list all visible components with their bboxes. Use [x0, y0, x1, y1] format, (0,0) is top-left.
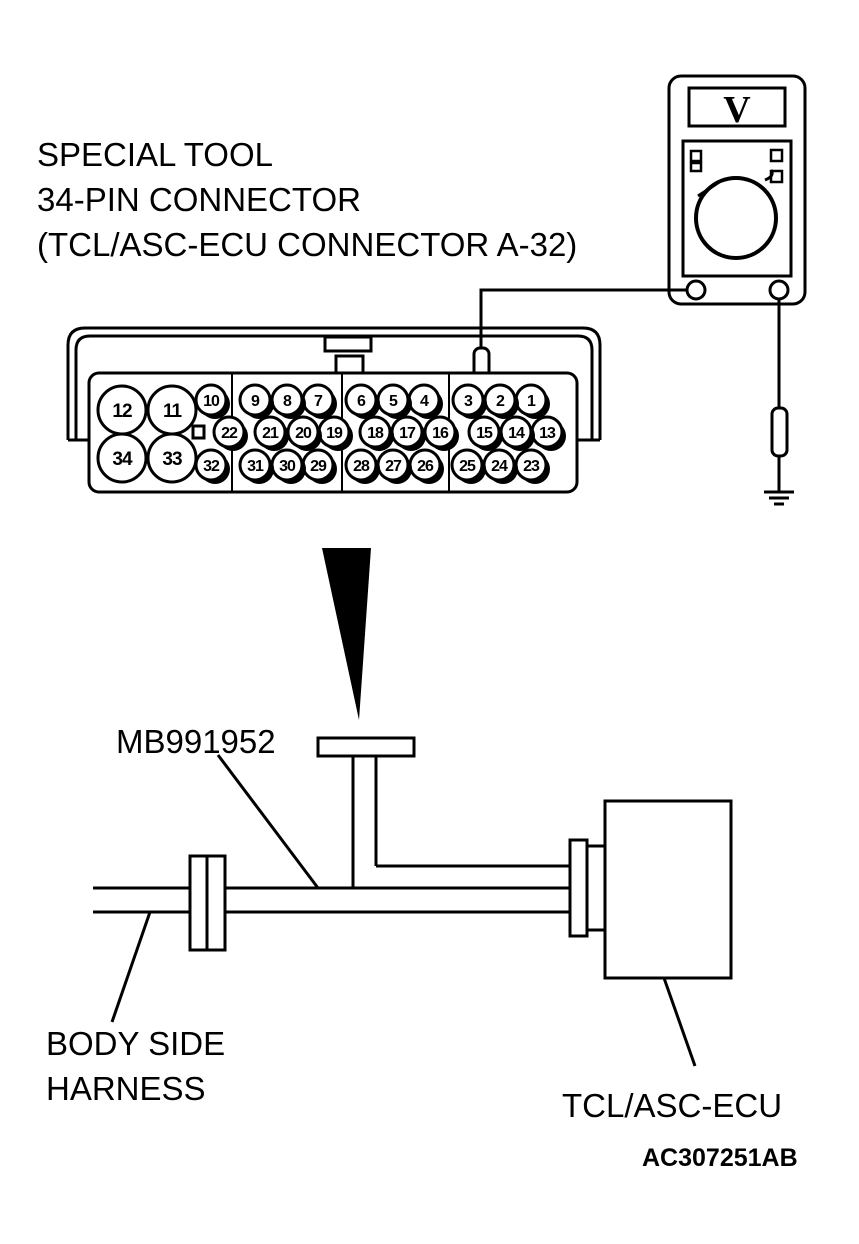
pin-6: 6	[344, 383, 380, 419]
pin-18: 18	[358, 415, 394, 451]
pin-25: 25	[450, 448, 486, 484]
pin-label: 18	[367, 425, 384, 442]
pin-32: 32	[194, 448, 230, 484]
pin-label: 2	[496, 393, 505, 410]
pin-label: 17	[399, 425, 416, 442]
pin-8: 8	[270, 383, 306, 419]
pin-circle	[344, 448, 378, 482]
ecu-label: TCL/ASC-ECU	[562, 1087, 783, 1124]
pin-circle	[344, 383, 378, 417]
pin-label: 9	[251, 393, 260, 410]
pin-30: 30	[270, 448, 306, 484]
body-side-label-line2: HARNESS	[46, 1070, 206, 1107]
pin-label: 20	[295, 425, 312, 442]
pointer-triangle	[322, 548, 371, 720]
pin-16: 16	[423, 415, 459, 451]
pin-label: 12	[112, 401, 132, 422]
pin-label: 29	[310, 458, 327, 475]
pin-circle	[194, 383, 228, 417]
pin-label: 4	[420, 393, 429, 410]
pin-14: 14	[499, 415, 535, 451]
pin-11: 11	[146, 384, 198, 436]
pin-7: 7	[301, 383, 337, 419]
pin-label: 28	[353, 458, 370, 475]
pin-4: 4	[407, 383, 443, 419]
pin-circle	[238, 383, 272, 417]
pin-circle	[450, 448, 484, 482]
special-tool-label: SPECIAL TOOL	[37, 136, 273, 173]
figure-code: AC307251AB	[642, 1144, 798, 1172]
pin-label: 31	[247, 458, 264, 475]
pin-circle	[212, 415, 246, 449]
pin-10: 10	[194, 383, 230, 419]
pin-label: 32	[203, 458, 220, 475]
pin-34: 34	[96, 432, 148, 484]
pin-label: 11	[163, 401, 183, 422]
pin-label: 33	[162, 449, 182, 470]
pin-label: 13	[539, 425, 556, 442]
pin-17: 17	[390, 415, 426, 451]
voltmeter	[667, 74, 807, 306]
pin-23: 23	[514, 448, 550, 484]
pin-circle	[146, 432, 198, 484]
pin-9: 9	[238, 383, 274, 419]
pin-26: 26	[408, 448, 444, 484]
pin-label: 30	[279, 458, 296, 475]
pin-27: 27	[376, 448, 412, 484]
meter-display-v: V	[723, 89, 751, 131]
pin-label: 8	[283, 393, 292, 410]
pin-19: 19	[317, 415, 353, 451]
pin-label: 23	[523, 458, 540, 475]
special-tool-harness	[93, 736, 607, 952]
pin-label: 21	[262, 425, 279, 442]
pin-13: 13	[530, 415, 566, 451]
pin-31: 31	[238, 448, 274, 484]
pin-label: 10	[203, 393, 220, 410]
pin-label: 15	[476, 425, 493, 442]
pin-24: 24	[482, 448, 518, 484]
pin-22: 22	[212, 415, 248, 451]
ecu-connector-label: (TCL/ASC-ECU CONNECTOR A-32)	[37, 226, 578, 263]
pin-connector-label: 34-PIN CONNECTOR	[37, 181, 361, 218]
pin-circle	[451, 383, 485, 417]
pin-5: 5	[376, 383, 412, 419]
pin-15: 15	[467, 415, 503, 451]
pin-label: 1	[527, 393, 536, 410]
pin-label: 6	[357, 393, 366, 410]
part-number-label: MB991952	[116, 723, 276, 760]
pin-2: 2	[483, 383, 519, 419]
pin-29: 29	[301, 448, 337, 484]
pin-circle	[96, 432, 148, 484]
pin-label: 19	[326, 425, 343, 442]
pin-circle	[253, 415, 287, 449]
pin-label: 26	[417, 458, 434, 475]
leader-lines	[110, 754, 697, 1067]
pin-label: 25	[459, 458, 476, 475]
pin-label: 27	[385, 458, 402, 475]
body-side-label-line1: BODY SIDE	[46, 1025, 226, 1062]
pin-label: 7	[314, 393, 323, 410]
pin-label: 14	[508, 425, 525, 442]
ground-icon	[764, 490, 794, 506]
pin-28: 28	[344, 448, 380, 484]
ecu-box	[603, 799, 733, 980]
pin-label: 22	[221, 425, 238, 442]
pin-label: 16	[432, 425, 449, 442]
probe-ground	[770, 406, 789, 492]
pin-circle	[358, 415, 392, 449]
pin-circle	[467, 415, 501, 449]
pin-33: 33	[146, 432, 198, 484]
connector-pins: 1234567891011121314151617181920212223242…	[96, 383, 566, 484]
pin-circle	[238, 448, 272, 482]
pin-label: 24	[491, 458, 508, 475]
pin-3: 3	[451, 383, 487, 419]
pin-label: 34	[112, 449, 133, 470]
pin-21: 21	[253, 415, 289, 451]
pin-12: 12	[96, 384, 148, 436]
pin-label: 3	[464, 393, 473, 410]
pin-label: 5	[389, 393, 398, 410]
